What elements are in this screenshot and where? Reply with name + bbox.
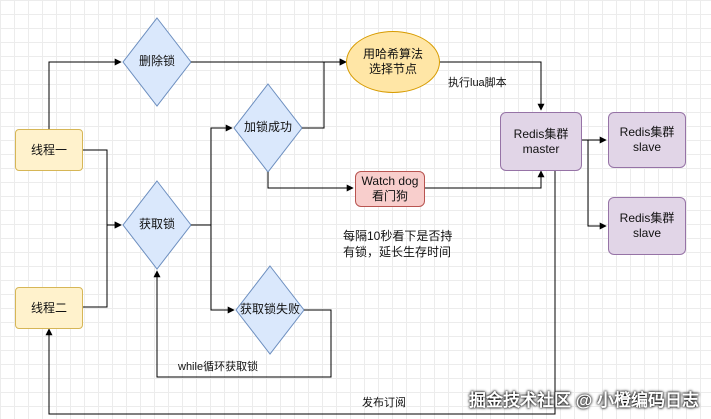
lua-script-label: 执行lua脚本 (448, 77, 507, 89)
watchdog-label: Watch dog 看门狗 (361, 174, 419, 203)
edge-thread1-delete (48, 58, 122, 129)
hash-select-label: 用哈希算法选择节点 (362, 47, 423, 76)
redis-slave-1-label: Redis集群 slave (619, 125, 675, 154)
watermark-text: 掘金技术社区 @ 小橙编码日志 (468, 391, 699, 410)
redis-master-node[interactable]: Redis集群 master (500, 112, 582, 171)
watchdog-check-label: 每隔10秒看下是否持 有锁，延长生存时间 (343, 229, 453, 260)
acquire-lock-label: 获取锁 (138, 217, 175, 231)
lock-success-label: 加锁成功 (243, 120, 292, 134)
redis-master-label: Redis集群 master (513, 126, 569, 156)
edge-success-watchdog (267, 172, 354, 192)
thread-two-label: 线程二 (30, 300, 67, 315)
lock-fail-label: 获取锁失败 (239, 302, 300, 316)
thread-one-label: 线程一 (30, 142, 67, 157)
redis-slave-2-label: Redis集群 slave (619, 211, 675, 240)
while-loop-label: while循环获取锁 (178, 361, 259, 373)
hash-select-node[interactable]: 用哈希算法选择节点 (346, 31, 440, 93)
edge-master-slave2 (582, 139, 607, 230)
edge-thread1-acquire (83, 149, 122, 229)
redis-slave-node-2[interactable]: Redis集群 slave (608, 197, 686, 255)
edge-master-publish (45, 171, 556, 415)
delete-lock-label: 删除锁 (138, 54, 175, 68)
thread-two-node[interactable]: 线程二 (15, 287, 83, 329)
edge-thread2-acquire (83, 221, 122, 308)
watchdog-node[interactable]: Watch dog 看门狗 (355, 171, 425, 207)
redis-slave-node-1[interactable]: Redis集群 slave (608, 112, 686, 168)
edge-acquire-success (191, 124, 233, 226)
edge-watchdog-master (425, 170, 545, 189)
publish-subscribe-label: 发布订阅 (362, 397, 406, 409)
thread-one-node[interactable]: 线程一 (15, 129, 83, 171)
edge-acquire-fail (191, 224, 235, 314)
edge-success-hash (302, 58, 347, 129)
